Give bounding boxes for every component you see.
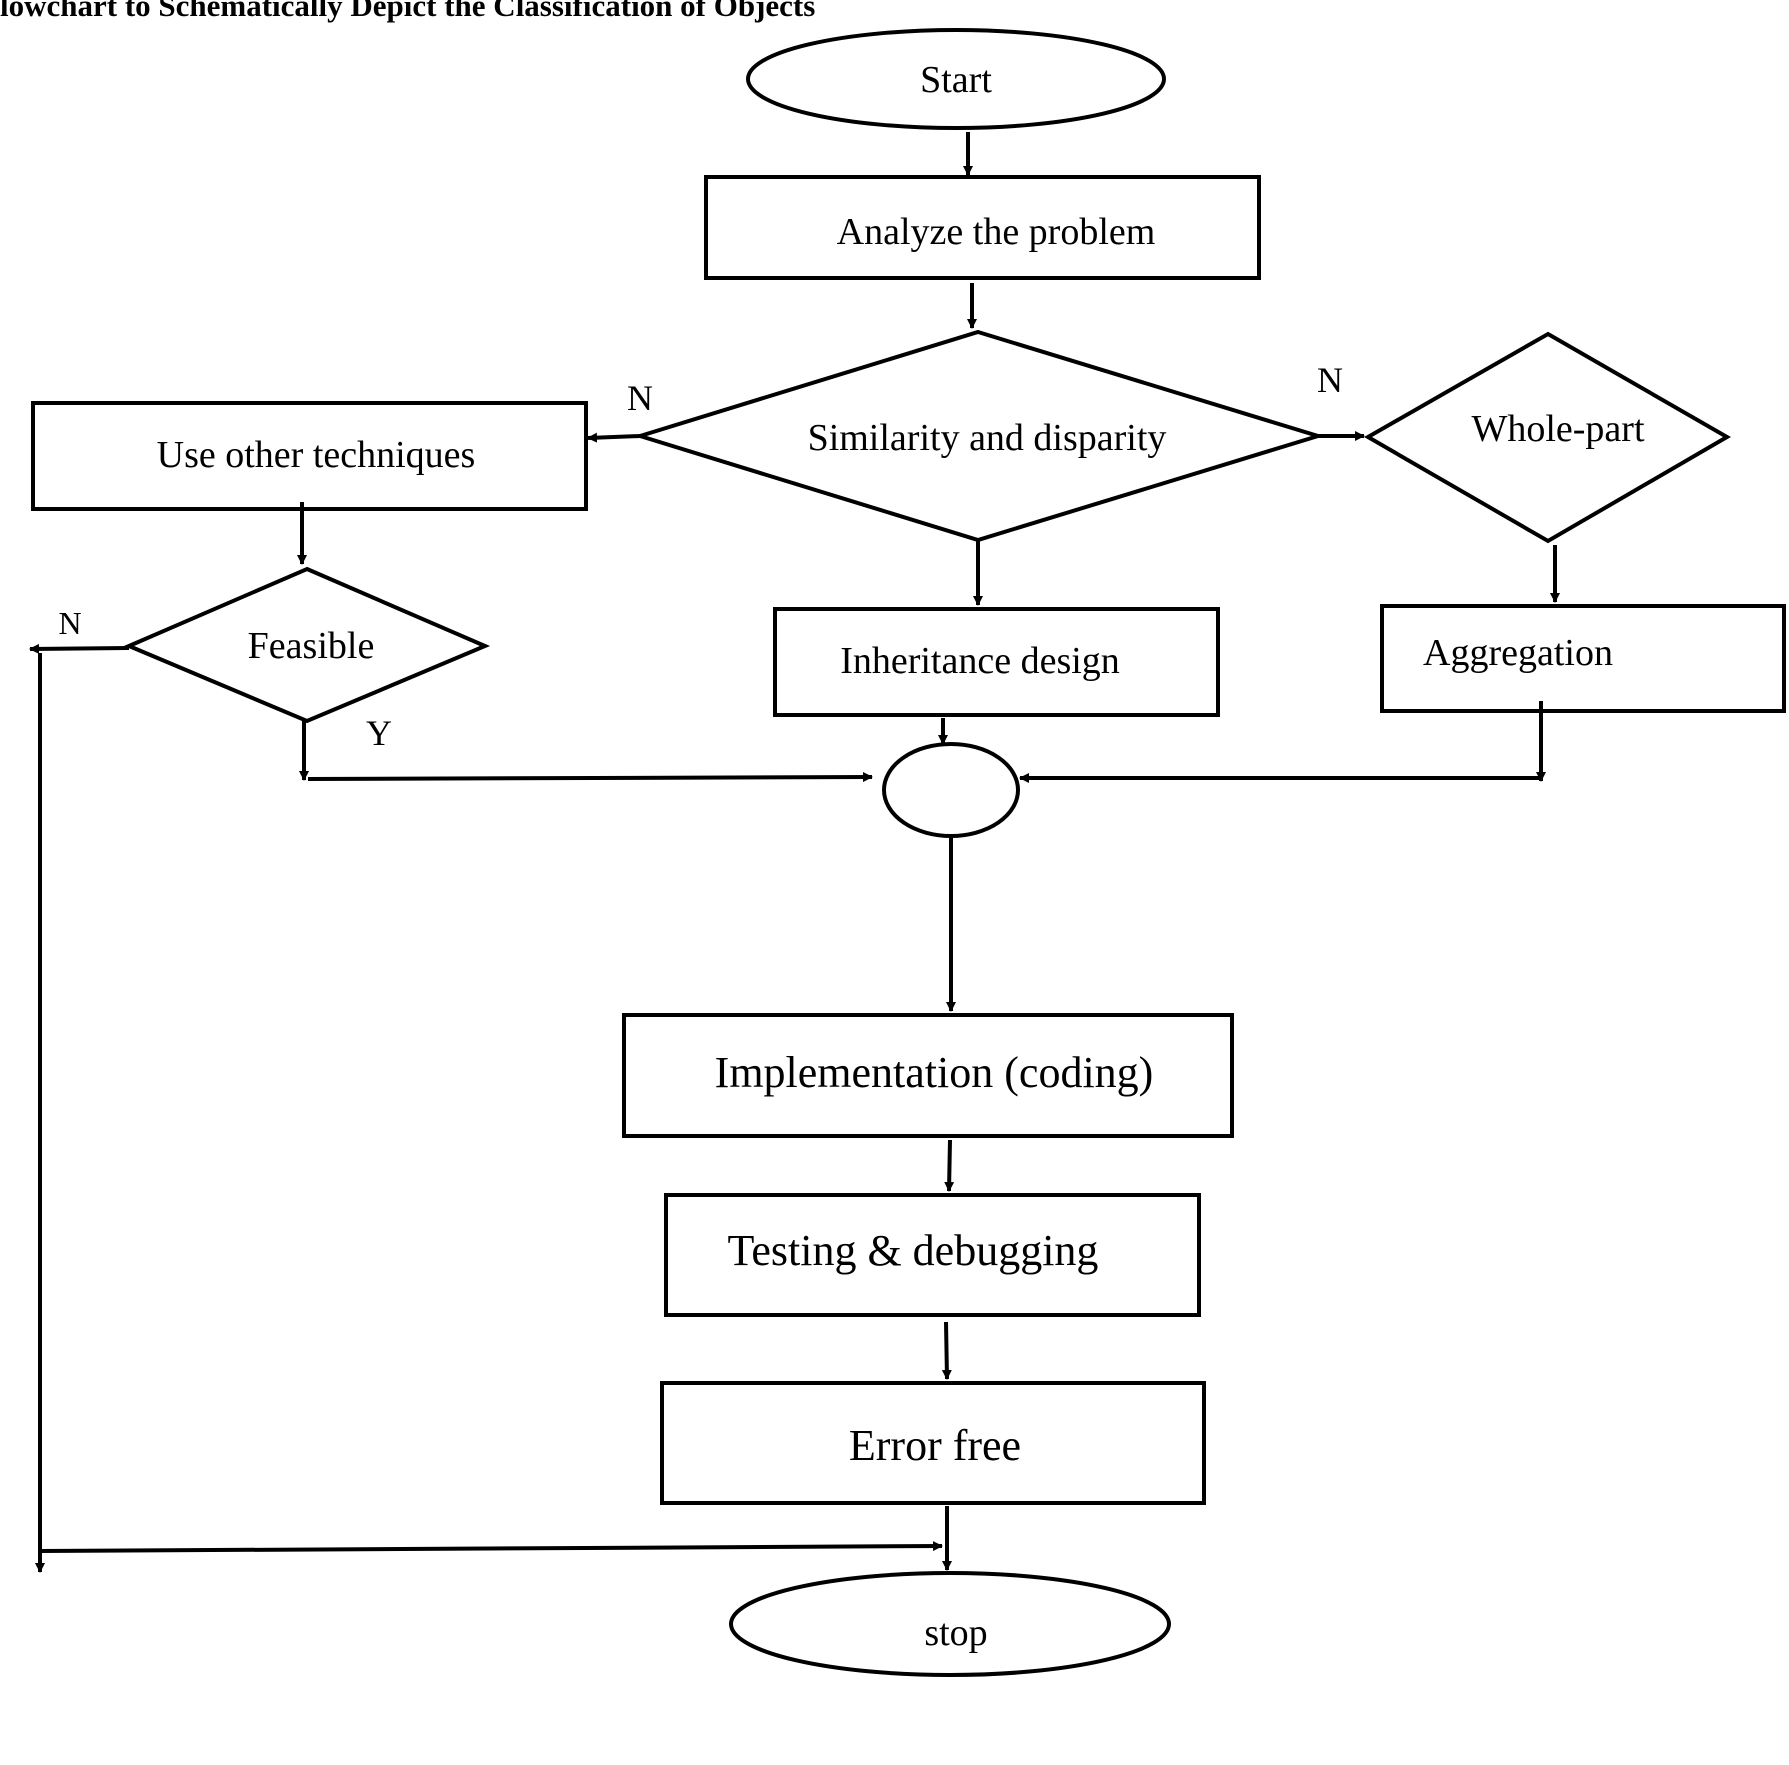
testing-debugging-label: Testing & debugging	[728, 1226, 1099, 1275]
inheritance-design-label: Inheritance design	[840, 640, 1120, 682]
arrow-similarity-to-use-other	[587, 432, 641, 443]
testing-debugging-box	[664, 1193, 1201, 1317]
feasible-yes-label: Y	[366, 713, 392, 753]
aggregation-label: Aggregation	[1423, 632, 1613, 674]
aggregation-box	[1380, 604, 1786, 713]
inheritance-design-box	[773, 607, 1220, 717]
implementation-label: Implementation (coding)	[715, 1048, 1154, 1097]
similarity-no-right-label: N	[1317, 360, 1343, 400]
arrow-bypass-to-stop	[39, 1541, 943, 1553]
analyze-problem-box	[704, 175, 1261, 280]
feasible-decision	[123, 566, 491, 724]
error-free-label: Error free	[849, 1421, 1021, 1470]
similarity-no-left-label: N	[627, 378, 653, 418]
stop-terminal	[729, 1571, 1171, 1677]
start-terminal	[746, 28, 1166, 130]
use-other-techniques-box	[31, 401, 588, 511]
use-other-techniques-label: Use other techniques	[157, 434, 476, 476]
start-label: Start	[920, 59, 992, 101]
analyze-problem-label: Analyze the problem	[837, 211, 1156, 253]
implementation-box	[622, 1013, 1234, 1138]
feasible-no-label: N	[58, 605, 81, 641]
similarity-label: Similarity and disparity	[808, 417, 1167, 459]
arrow-feasible-yes-to-connector	[307, 772, 873, 783]
diagram-title: lowchart to Schematically Depict the Cla…	[0, 0, 815, 23]
arrow-testing-to-error-free	[941, 1321, 952, 1380]
error-free-box	[660, 1381, 1206, 1505]
feasible-label: Feasible	[248, 625, 375, 667]
arrow-feasible-no	[29, 643, 130, 654]
arrow-implementation-to-testing	[944, 1139, 955, 1192]
whole-part-label: Whole-part	[1471, 408, 1644, 450]
connector-node	[882, 742, 1020, 838]
whole-part-decision	[1363, 331, 1731, 544]
stop-label: stop	[924, 1612, 987, 1654]
